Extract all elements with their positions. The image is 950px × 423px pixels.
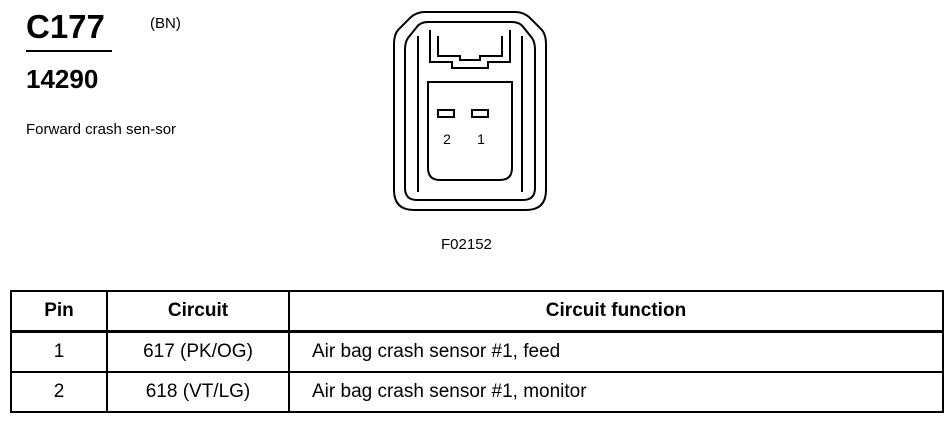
connector-id: C177 — [26, 8, 105, 45]
housing-outer — [393, 11, 547, 211]
color-code: (BN) — [150, 15, 181, 32]
pin-cavity-1 — [471, 109, 489, 118]
latch-inner — [437, 36, 503, 61]
part-number: 14290 — [26, 64, 99, 94]
connector-description: Forward crash sen-sor — [26, 121, 177, 138]
pin-table: Pin Circuit Circuit function 1 617 (PK/O… — [10, 290, 944, 413]
table-header-row: Pin Circuit Circuit function — [10, 290, 944, 333]
title-rule — [26, 50, 112, 52]
cell-pin: 2 — [10, 371, 108, 413]
header-circuit: Circuit — [106, 290, 290, 333]
pin-cavity-2 — [437, 109, 455, 118]
latch — [429, 30, 511, 69]
cell-circuit: 618 (VT/LG) — [106, 371, 290, 413]
figure-id: F02152 — [441, 236, 492, 253]
cell-function: Air bag crash sensor #1, feed — [288, 330, 944, 373]
table-row: 1 617 (PK/OG) Air bag crash sensor #1, f… — [10, 330, 944, 373]
pin-label-1: 1 — [477, 131, 485, 147]
cell-function: Air bag crash sensor #1, monitor — [288, 371, 944, 413]
housing-inner — [404, 21, 536, 201]
connector-face-diagram: 2 1 — [393, 11, 547, 211]
terminal-block — [427, 81, 513, 181]
cell-circuit: 617 (PK/OG) — [106, 330, 290, 373]
table-row: 2 618 (VT/LG) Air bag crash sensor #1, m… — [10, 371, 944, 413]
pin-label-2: 2 — [443, 131, 451, 147]
header-circuit-function: Circuit function — [288, 290, 944, 333]
header-pin: Pin — [10, 290, 108, 333]
cell-pin: 1 — [10, 330, 108, 373]
